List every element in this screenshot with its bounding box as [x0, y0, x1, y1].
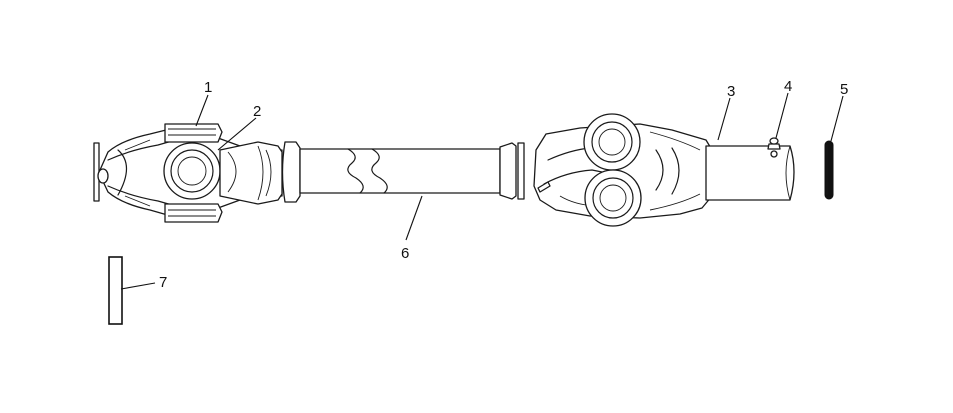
- cross-bearing-left: [163, 142, 221, 200]
- left-yoke-assembly: [93, 123, 283, 223]
- callout-7: 7: [159, 274, 167, 291]
- shaft-end-ring: [517, 142, 525, 200]
- bearing-cap-lower: [164, 203, 223, 223]
- shaft-tube: [281, 141, 525, 203]
- slip-yoke-sleeve: [705, 145, 795, 201]
- shaft-body: [299, 148, 501, 194]
- snap-ring: [824, 140, 834, 200]
- bearing-cap-upper: [164, 123, 223, 143]
- callout-5: 5: [840, 81, 848, 98]
- callout-6: 6: [401, 245, 409, 262]
- callout-2: 2: [253, 103, 261, 120]
- key-plate: [108, 256, 123, 325]
- left-yoke-neck: [219, 141, 283, 205]
- callout-1: 1: [204, 79, 212, 96]
- callout-labels: 1 2 3 4 5 6 7: [159, 78, 848, 291]
- right-double-joint: [533, 113, 795, 227]
- shaft-collar-right: [499, 142, 517, 200]
- shaft-collar-left: [281, 141, 301, 203]
- grease-fitting: [767, 137, 781, 158]
- callout-3: 3: [727, 83, 735, 100]
- leader-lines: [120, 92, 844, 290]
- callout-4: 4: [784, 78, 792, 95]
